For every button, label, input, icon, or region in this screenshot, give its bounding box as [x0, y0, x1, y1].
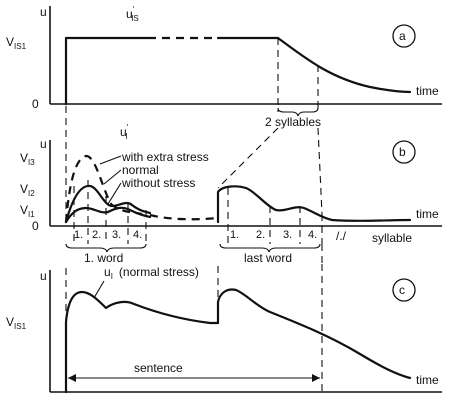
panel-a-y-label: u: [40, 5, 47, 19]
panel-b-brace-last-word: [219, 243, 321, 253]
panel-b-leader-extra: [99, 155, 122, 165]
panel-b-last-word-label: last word: [244, 251, 292, 265]
guide-a-to-last-word-start: [217, 127, 279, 189]
panel-b: u VI3 VI2 VI1 0 u′I with extra stress no…: [20, 123, 442, 265]
panel-b-syllable-first-2: 2.: [92, 229, 101, 241]
panel-c-curve-label: uI(normal stress): [104, 265, 199, 281]
panel-b-syllable-axis: syllable: [372, 231, 412, 245]
panel-b-label-extra-stress: with extra stress: [121, 150, 209, 164]
panel-b-syllable-first-4: 4.: [133, 229, 142, 241]
panel-c-y-label: u: [40, 269, 47, 283]
panel-b-leader-normal: [103, 169, 122, 185]
panel-c-span-label: sentence: [134, 361, 183, 375]
panel-a-badge: [392, 24, 416, 48]
panel-b-x-label: time: [416, 207, 439, 221]
panel-c-badge: [392, 278, 416, 302]
panel-a-signal-decay: [216, 36, 412, 94]
panel-b-level-top: VI3: [20, 151, 35, 167]
panel-a: u VIS1 0 u′IS 2 syllables time a: [6, 5, 442, 129]
panel-b-leader-without: [107, 182, 122, 205]
panel-b-curve-last-word: [216, 185, 412, 224]
panel-b-curve-without-stress: [64, 206, 152, 224]
panel-a-signal-start: [64, 36, 150, 106]
panel-b-syllable-first-1: 1.: [74, 229, 83, 241]
panel-b-brace-first-word: [65, 243, 147, 253]
panel-b-first-word-label: 1. word: [84, 251, 123, 265]
panel-a-curve-label: u′IS: [126, 5, 139, 23]
panel-a-brace: [277, 107, 319, 117]
panel-b-curve-extra-stress: [64, 154, 143, 223]
panel-b-badge: [392, 140, 416, 164]
panel-b-level-low: VI1: [20, 203, 35, 219]
panel-b-y-label: u: [40, 137, 47, 151]
panel-b-zero: 0: [32, 219, 39, 233]
panel-b-curve-label: u′I: [120, 123, 129, 141]
guide-a-to-last-word-end: [317, 127, 323, 215]
panel-b-syllable-first-3: 3.: [112, 229, 121, 241]
panel-c: u VIS1 uI(normal stress) sentence time c: [6, 264, 442, 394]
panel-b-letter: b: [399, 145, 406, 159]
panel-b-syllable-last-3: 3.: [283, 229, 292, 241]
panel-a-annotation: 2 syllables: [265, 115, 321, 129]
panel-a-level-label: VIS1: [6, 35, 27, 51]
panel-a-letter: a: [399, 29, 406, 43]
panel-b-label-without-stress: without stress: [121, 176, 195, 190]
panel-b-label-normal: normal: [122, 163, 159, 177]
panel-a-x-label: time: [416, 84, 439, 98]
panel-b-level-mid: VI2: [20, 182, 35, 198]
panel-c-x-label: time: [416, 373, 439, 387]
panel-b-pause-mark: /./: [336, 229, 347, 243]
panel-c-leader: [93, 280, 105, 299]
panel-c-letter: c: [399, 283, 405, 297]
panel-b-curve-normal: [64, 184, 152, 224]
panel-b-syllable-last-4: 4.: [308, 229, 317, 241]
panel-b-syllable-last-1: 1.: [230, 229, 239, 241]
panel-c-span-arrow-right: [312, 374, 320, 382]
panel-c-signal: [64, 288, 412, 394]
panel-b-curve-gap: [149, 213, 219, 221]
panel-c-level-label: VIS1: [6, 315, 27, 331]
panel-c-span-arrow-left: [68, 374, 76, 382]
panel-b-syllable-last-2: 2.: [256, 229, 265, 241]
panel-a-zero: 0: [32, 97, 39, 111]
